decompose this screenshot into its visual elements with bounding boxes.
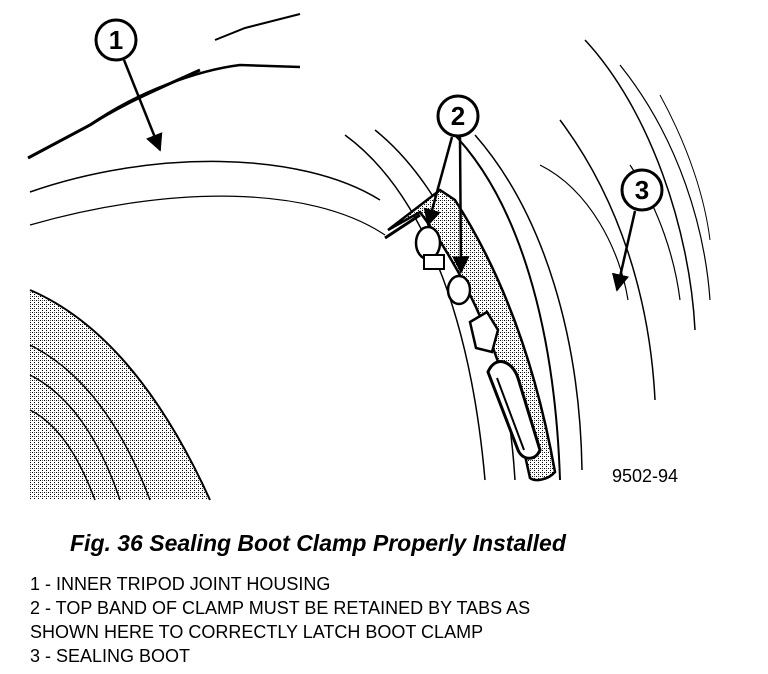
callout-1: 1 — [94, 18, 163, 152]
clamp-slot — [486, 360, 542, 460]
housing-outline — [27, 13, 386, 236]
legend-item: SHOWN HERE TO CORRECTLY LATCH BOOT CLAMP — [30, 622, 484, 642]
clamp-illustration: 1 2 3 9502-94 — [27, 13, 711, 501]
callout-1-number: 1 — [109, 25, 123, 55]
housing-shading — [29, 289, 211, 501]
callout-3-number: 3 — [635, 175, 649, 205]
clamp-tab-lower — [446, 274, 472, 306]
callout-3: 3 — [611, 168, 664, 292]
figure-code: 9502-94 — [612, 466, 678, 486]
legend-item: 2 - TOP BAND OF CLAMP MUST BE RETAINED B… — [30, 598, 531, 618]
callout-2: 2 — [423, 94, 480, 274]
boot-contours — [344, 39, 711, 481]
figure-caption: Fig. 36 Sealing Boot Clamp Properly Inst… — [70, 530, 566, 556]
legend-item: 1 - INNER TRIPOD JOINT HOUSING — [30, 574, 331, 594]
clamp-tab-upper — [414, 225, 445, 270]
legend-list: 1 - INNER TRIPOD JOINT HOUSING 2 - TOP B… — [30, 572, 530, 668]
clamp-bridge — [468, 310, 500, 354]
legend-item: 3 - SEALING BOOT — [30, 646, 191, 666]
callout-2-number: 2 — [451, 101, 465, 131]
